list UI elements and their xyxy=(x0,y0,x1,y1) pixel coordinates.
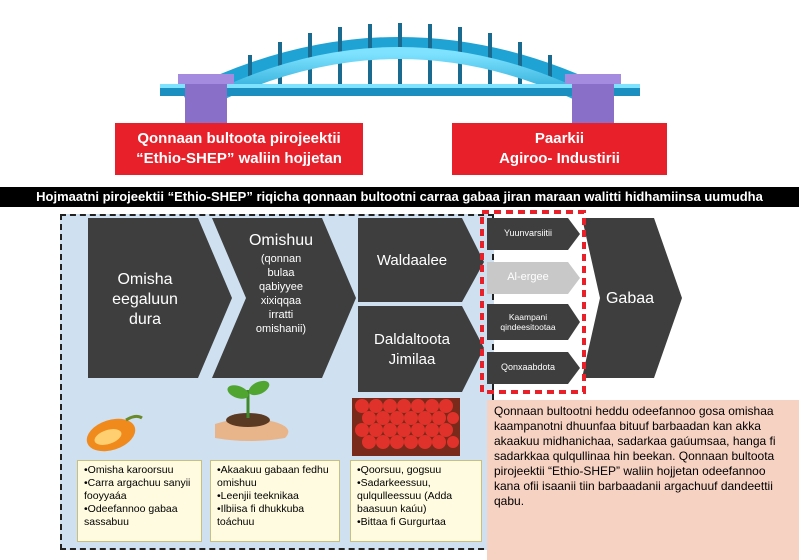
note2-item2: •Leenjii teeknikaa xyxy=(217,490,299,502)
omishuu-sub-4: xixiqqaa xyxy=(260,295,302,307)
note-before-production: •Omisha karoorsuu •Carra argachuu sanyii… xyxy=(77,460,202,542)
daldaltoota-line1: Daldaltoota xyxy=(374,331,450,348)
note3-item2: •Sadarkeessuu, qulqulleessuu (Adda baasu… xyxy=(357,477,453,515)
omishuu-sub-6: omishanii) xyxy=(255,323,307,335)
note-production: •Akaakuu gabaan fedhu omishuu •Leenjii t… xyxy=(210,460,340,542)
omishuu-sub-3: qabiyyee xyxy=(258,281,304,293)
omisha-line2: eegaluun xyxy=(112,291,178,308)
agro-park-label-line1: Paarkii xyxy=(534,130,585,147)
seedling-hand-icon xyxy=(215,380,289,441)
daldaltoota-label: Daldaltoota Jimilaa xyxy=(362,328,462,372)
gabaa-label: Gabaa xyxy=(605,290,655,307)
note-trading: •Qoorsuu, gogsuu •Sadarkeessuu, qulqulle… xyxy=(350,460,482,542)
chevron-daldaltoota xyxy=(358,306,484,392)
banner: Hojmaatni pirojeektii “Ethio-SHEP” riqic… xyxy=(0,187,799,207)
buyer-kaampani: Kaampani qindeesitootaa xyxy=(500,312,556,332)
omisha-line3: dura xyxy=(128,311,162,328)
agro-park-label-box: Paarkii Agiroo- Industirii xyxy=(452,123,667,175)
tomatoes-photo-icon xyxy=(352,398,460,456)
note1-item1: •Omisha karoorsuu xyxy=(84,464,174,476)
description-text: Qonnaan bultootni heddu odeefannoo gosa … xyxy=(494,404,776,508)
chevron-omisha xyxy=(88,218,232,378)
bridge-illustration xyxy=(160,23,640,124)
agro-park-label-line2: Agiroo- Industirii xyxy=(499,150,620,167)
note3-item3: •Bittaa fi Gurgurtaa xyxy=(357,516,446,528)
farmers-label-line1: Qonnaan bultoota pirojeektii xyxy=(137,130,341,147)
omishuu-sub-2: bulaa xyxy=(267,267,295,279)
omisha-label: Omisha eegaluun dura xyxy=(95,265,195,335)
waldaalee-label: Waldaalee xyxy=(376,251,448,269)
omishuu-sub-5: irratti xyxy=(268,309,294,321)
buyer-al-ergee: Al-ergee xyxy=(507,271,549,283)
daldaltoota-line2: Jimilaa xyxy=(388,351,436,368)
note2-item3: •Ilbiisa fi dhukkuba toáchuu xyxy=(217,503,305,528)
papaya-icon xyxy=(86,414,143,452)
farmers-label-line2: “Ethio-SHEP” waliin hojjetan xyxy=(136,150,342,167)
omishuu-title: Omishuu xyxy=(248,232,314,249)
omishuu-label: Omishuu (qonnan bulaa qabiyyee xixiqqaa … xyxy=(240,230,322,370)
note3-item1: •Qoorsuu, gogsuu xyxy=(357,464,442,476)
chevron-waldaalee xyxy=(358,218,484,302)
omishuu-subtitle: (qonnan bulaa qabiyyee xixiqqaa irratti … xyxy=(240,252,322,336)
farmers-label-box: Qonnaan bultoota pirojeektii “Ethio-SHEP… xyxy=(115,123,363,175)
buyer-yuunvarsiitii: Yuunvarsiitii xyxy=(503,228,553,238)
note1-item3: •Odeefannoo gabaa sassabuu xyxy=(84,503,178,528)
note2-item1: •Akaakuu gabaan fedhu omishuu xyxy=(217,464,329,489)
buyer-qonxaabdota: Qonxaabdota xyxy=(500,362,556,372)
note1-item2: •Carra argachuu sanyii fooyyaáa xyxy=(84,477,191,502)
omishuu-sub-1: (qonnan xyxy=(260,253,302,265)
omisha-line1: Omisha xyxy=(117,271,173,288)
chevron-gabaa xyxy=(582,218,682,378)
chevron-omishuu xyxy=(212,218,356,378)
